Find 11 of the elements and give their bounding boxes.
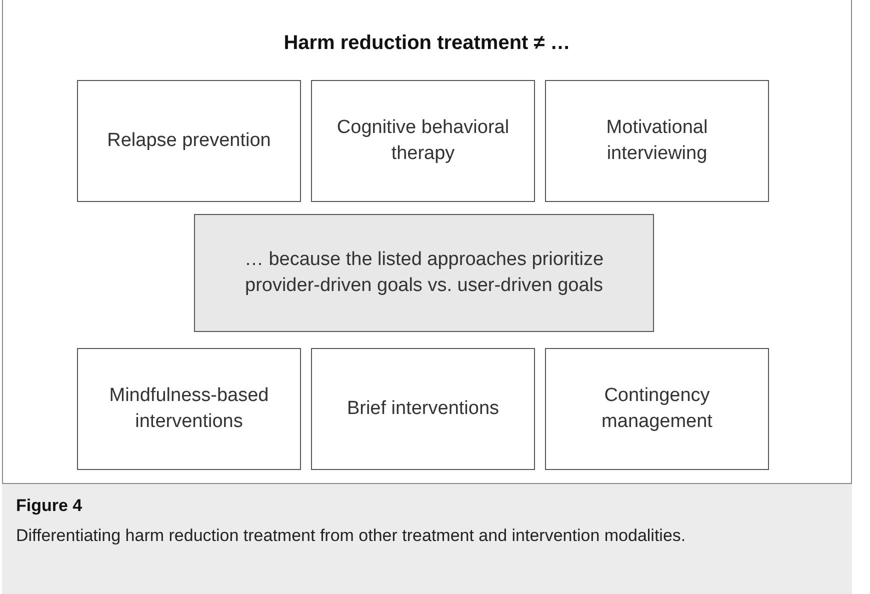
figure-label: Figure 4 — [16, 496, 82, 516]
approach-box: Cognitive behavioral therapy — [311, 80, 535, 202]
approach-box: Relapse prevention — [77, 80, 301, 202]
approach-box: Motivational interviewing — [545, 80, 769, 202]
approach-box: Brief interventions — [311, 348, 535, 470]
approach-box: Contingency management — [545, 348, 769, 470]
note-box: … because the listed approaches prioritize provider-driven goals vs. user-driven goals — [194, 214, 654, 332]
caption: Differentiating harm reduction treatment from other treatment and intervention modalities. — [16, 525, 687, 547]
approach-box: Mindfulness-based interventions — [77, 348, 301, 470]
heading: Harm reduction treatment ≠ … — [282, 32, 572, 55]
frame-panel — [2, 0, 852, 484]
